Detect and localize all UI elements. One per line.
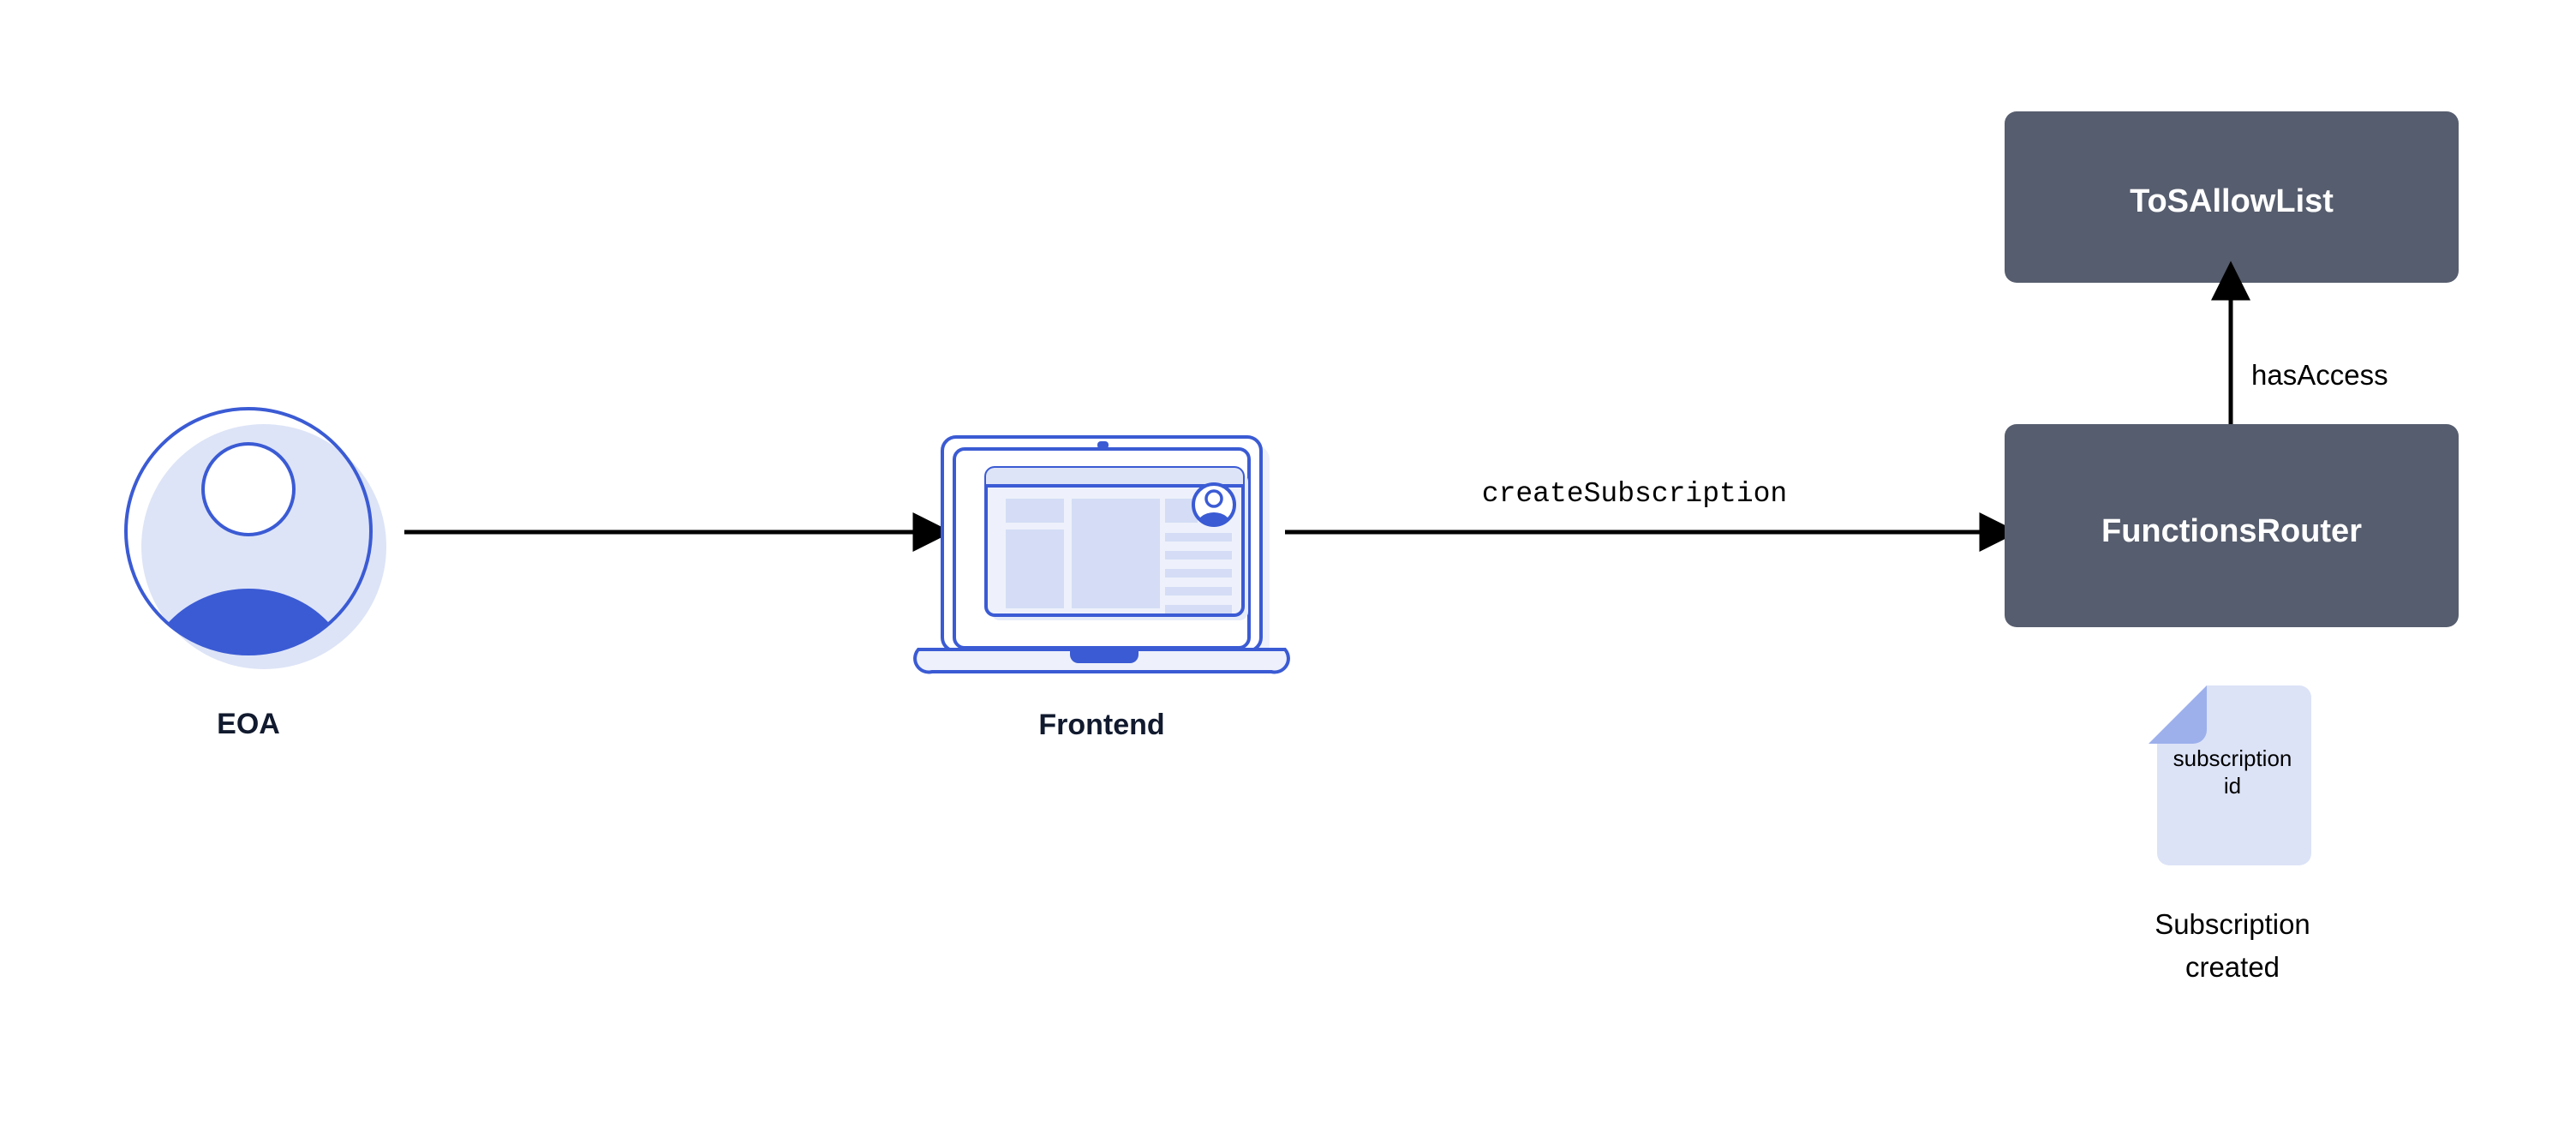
functions-router-label: FunctionsRouter [2101, 513, 2362, 549]
screen-block-left-bottom [1006, 530, 1064, 608]
avatar-head-circle [201, 442, 296, 536]
node-box-functions-router[interactable] [2005, 424, 2459, 627]
avatar-body-group [143, 589, 354, 654]
user-avatar-icon [124, 407, 386, 669]
node-box-tos-allow-list[interactable] [2005, 111, 2459, 283]
document-icon [2149, 685, 2311, 865]
document-caption-line-1: Subscription [2155, 908, 2310, 940]
tos-allow-list-label: ToSAllowList [2130, 183, 2334, 219]
screen-block-left-top [1006, 499, 1064, 523]
screen-bar-3 [1165, 569, 1232, 577]
document-text-line-1: subscription [2173, 745, 2292, 771]
document-caption-line-2: created [2185, 951, 2280, 983]
screen-bar-2 [1165, 551, 1232, 560]
frontend-label: Frontend [1038, 709, 1164, 741]
eoa-label: EOA [217, 708, 280, 740]
screen-block-center [1072, 499, 1160, 608]
screen-bar-5 [1165, 605, 1232, 613]
avatar-outer-ring [124, 407, 373, 655]
screen-bar-4 [1165, 587, 1232, 595]
avatar-body-shape [143, 589, 354, 654]
screen-title-bar [986, 468, 1243, 485]
laptop-base-notch [1070, 648, 1139, 663]
screen-content [1006, 499, 1232, 613]
edge-label-create-subscription: createSubscription [1482, 478, 1787, 510]
screen-avatar-icon [1192, 482, 1236, 527]
document-text-line-2: id [2224, 773, 2241, 799]
document-folded-corner [2149, 685, 2207, 744]
screen-bar-1 [1165, 533, 1232, 542]
edge-label-has-access: hasAccess [2251, 359, 2388, 391]
laptop-icon [913, 435, 1290, 674]
laptop-webcam-dot [1097, 441, 1109, 449]
